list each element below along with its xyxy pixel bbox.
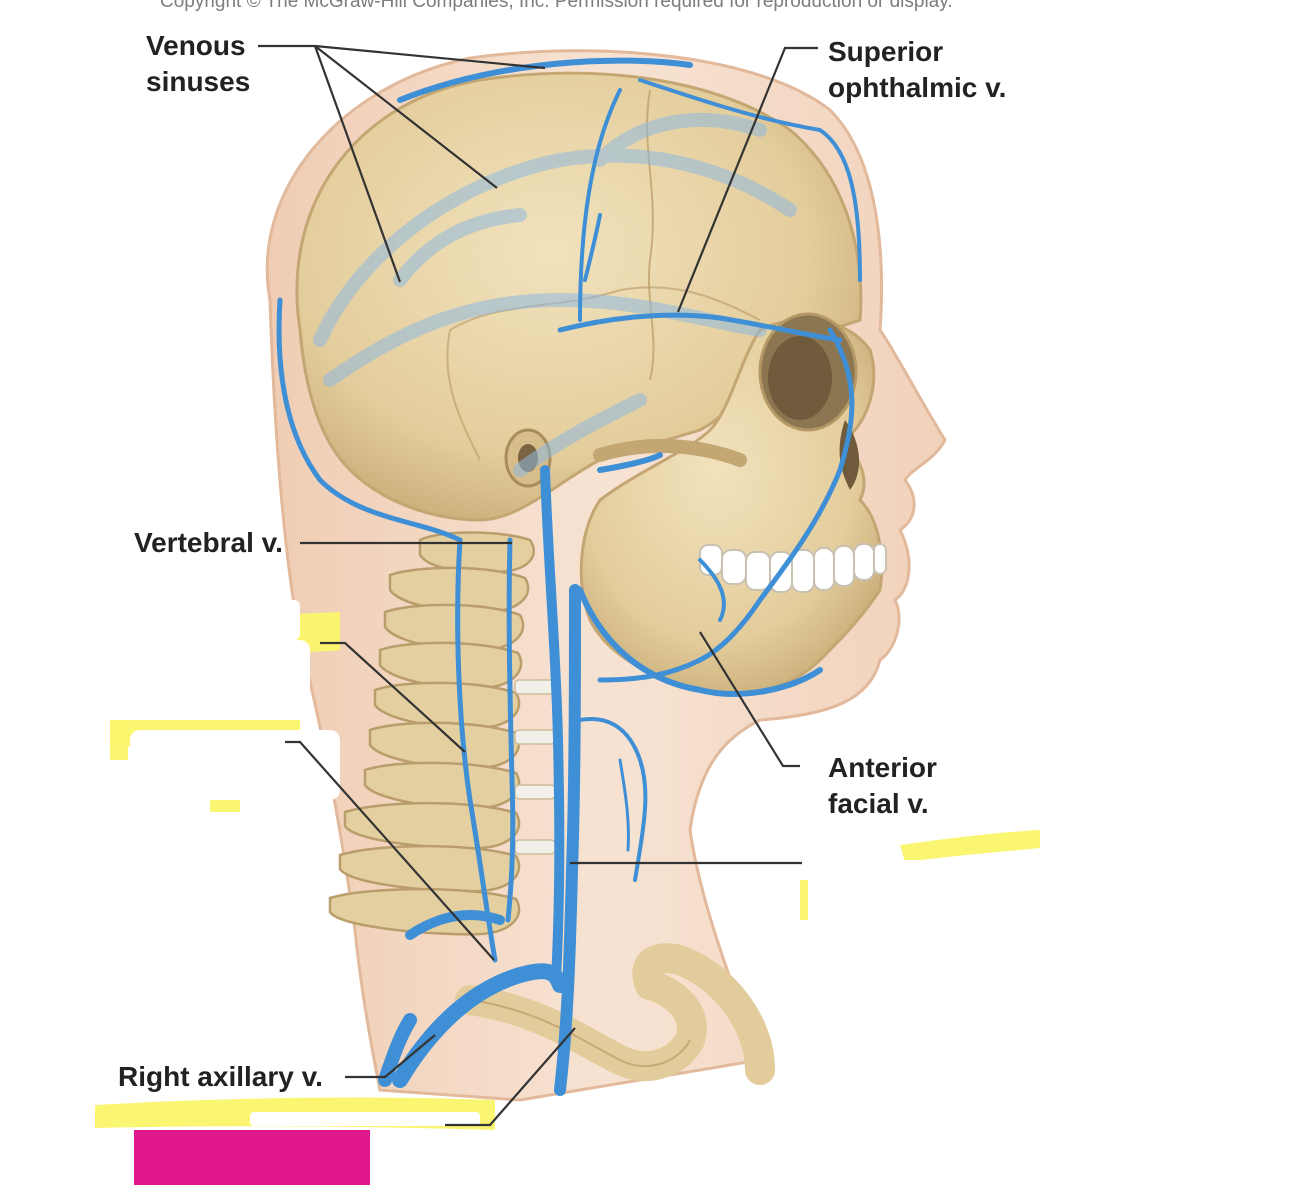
label-anterior-facial-v: Anterior facial v. (828, 750, 937, 822)
label-vertebral-v: Vertebral v. (134, 527, 283, 558)
label-superior-ophthalmic-v: Superior ophthalmic v. (828, 34, 1006, 106)
label-superior-ophthalmic-line2: ophthalmic v. (828, 72, 1007, 103)
label-venous-sinuses-line2: sinuses (146, 66, 251, 97)
label-venous-sinuses-line1: Venous (146, 30, 246, 61)
veins (276, 57, 862, 1096)
label-superior-ophthalmic-line1: Superior (828, 36, 944, 67)
label-right-axillary-v: Right axillary v. (118, 1061, 323, 1092)
teeth (699, 543, 887, 593)
blanked-label-areas (30, 600, 1110, 1126)
label-anterior-facial-line2: facial v. (828, 788, 929, 819)
label-venous-sinuses: Venous sinuses (146, 28, 250, 100)
leader-lines (258, 44, 818, 1127)
magenta-highlight (134, 1130, 370, 1185)
label-anterior-facial-line1: Anterior (828, 752, 937, 783)
cervical-vertebrae (328, 531, 535, 936)
copyright-notice: Copyright © The McGraw-Hill Companies, I… (160, 0, 953, 12)
